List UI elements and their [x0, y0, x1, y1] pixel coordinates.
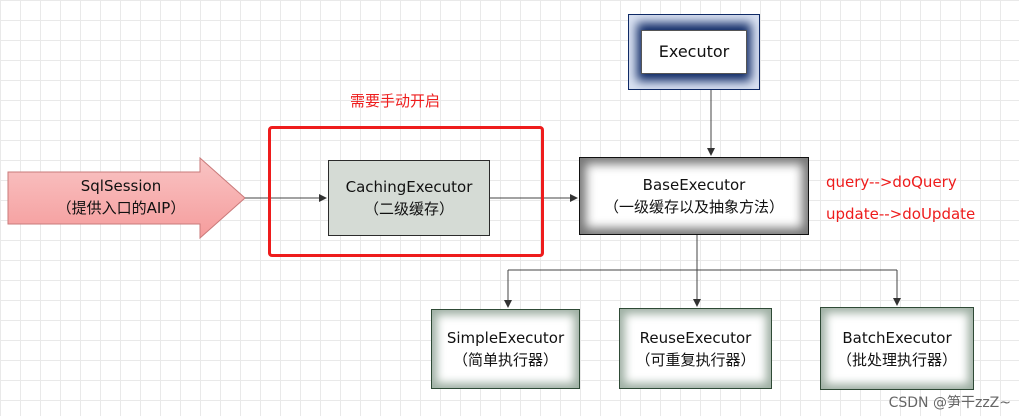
base-executor-node: BaseExecutor （一级缓存以及抽象方法） [579, 157, 809, 235]
csdn-watermark: CSDN @笋干zzZ~ [888, 395, 1011, 411]
base-executor-title: BaseExecutor [642, 176, 746, 194]
update-note: update-->doUpdate [826, 205, 976, 223]
caching-executor-subtitle: （二级缓存） [363, 200, 454, 218]
second-level-cache-highlight [268, 126, 544, 257]
reuse-executor-subtitle: （可重复执行器） [635, 350, 756, 369]
sqlsession-title: SqlSession [80, 177, 162, 195]
simple-executor-node: SimpleExecutor （简单执行器） [431, 309, 580, 389]
reuse-executor-title: ReuseExecutor [639, 328, 752, 347]
caching-executor-node: CachingExecutor （二级缓存） [328, 160, 490, 236]
caching-executor-title: CachingExecutor [345, 178, 473, 196]
executor-interface-node: Executor [628, 14, 760, 90]
base-executor-subtitle: （一级缓存以及抽象方法） [603, 198, 784, 216]
manual-enable-note: 需要手动开启 [350, 92, 441, 110]
sqlsession-arrow-shape [7, 156, 246, 240]
sqlsession-subtitle: （提供入口的AIP） [56, 199, 186, 217]
batch-executor-title: BatchExecutor [842, 328, 952, 347]
executor-title: Executor [641, 30, 747, 74]
query-note: query-->doQuery [826, 173, 957, 191]
simple-executor-title: SimpleExecutor [446, 329, 565, 347]
batch-executor-node: BatchExecutor （批处理执行器） [820, 307, 974, 390]
sqlsession-label: SqlSession （提供入口的AIP） [22, 175, 220, 219]
reuse-executor-node: ReuseExecutor （可重复执行器） [619, 308, 772, 389]
batch-executor-subtitle: （批处理执行器） [836, 350, 957, 369]
simple-executor-subtitle: （简单执行器） [452, 351, 558, 369]
